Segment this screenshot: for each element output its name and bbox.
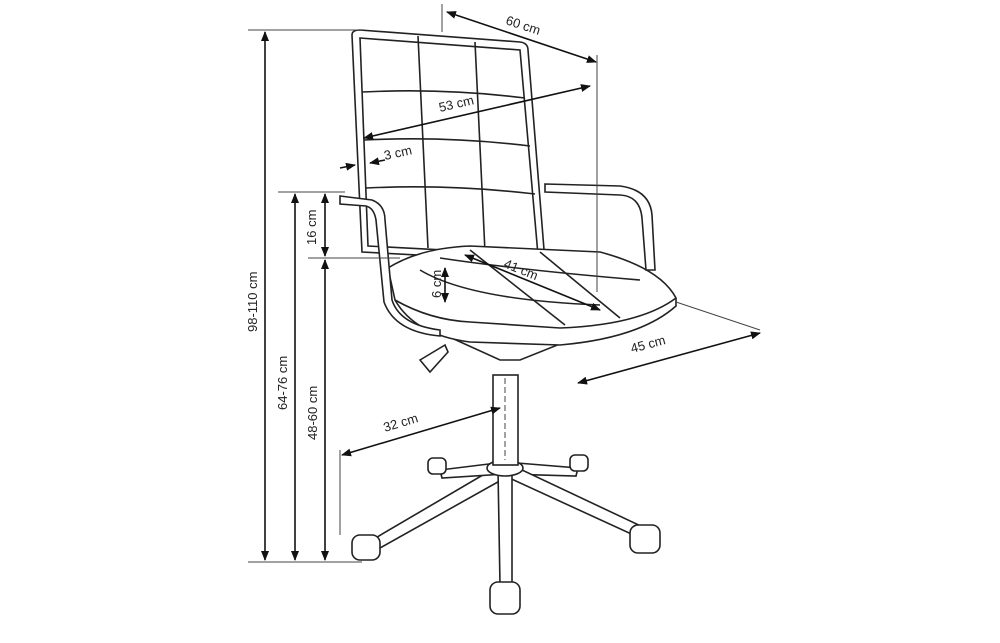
label-total-height: 98-110 cm	[245, 272, 260, 332]
armrests	[339, 183, 656, 337]
label-seat-width: 45 cm	[629, 332, 667, 356]
dimension-arrows	[261, 11, 761, 561]
label-base-radius: 32 cm	[381, 410, 419, 435]
label-seat-height: 48-60 cm	[305, 386, 320, 440]
label-armrest-floor-height: 64-76 cm	[275, 356, 290, 410]
chair-base	[351, 454, 661, 615]
caster-icon	[351, 454, 661, 615]
label-seat-thickness: 6 cm	[429, 270, 444, 298]
gas-lift	[418, 327, 572, 466]
label-back-depth: 60 cm	[504, 13, 542, 38]
dimension-guides	[248, 4, 761, 563]
label-back-thickness: 3 cm	[383, 142, 414, 163]
label-armrest-height: 16 cm	[304, 210, 319, 245]
